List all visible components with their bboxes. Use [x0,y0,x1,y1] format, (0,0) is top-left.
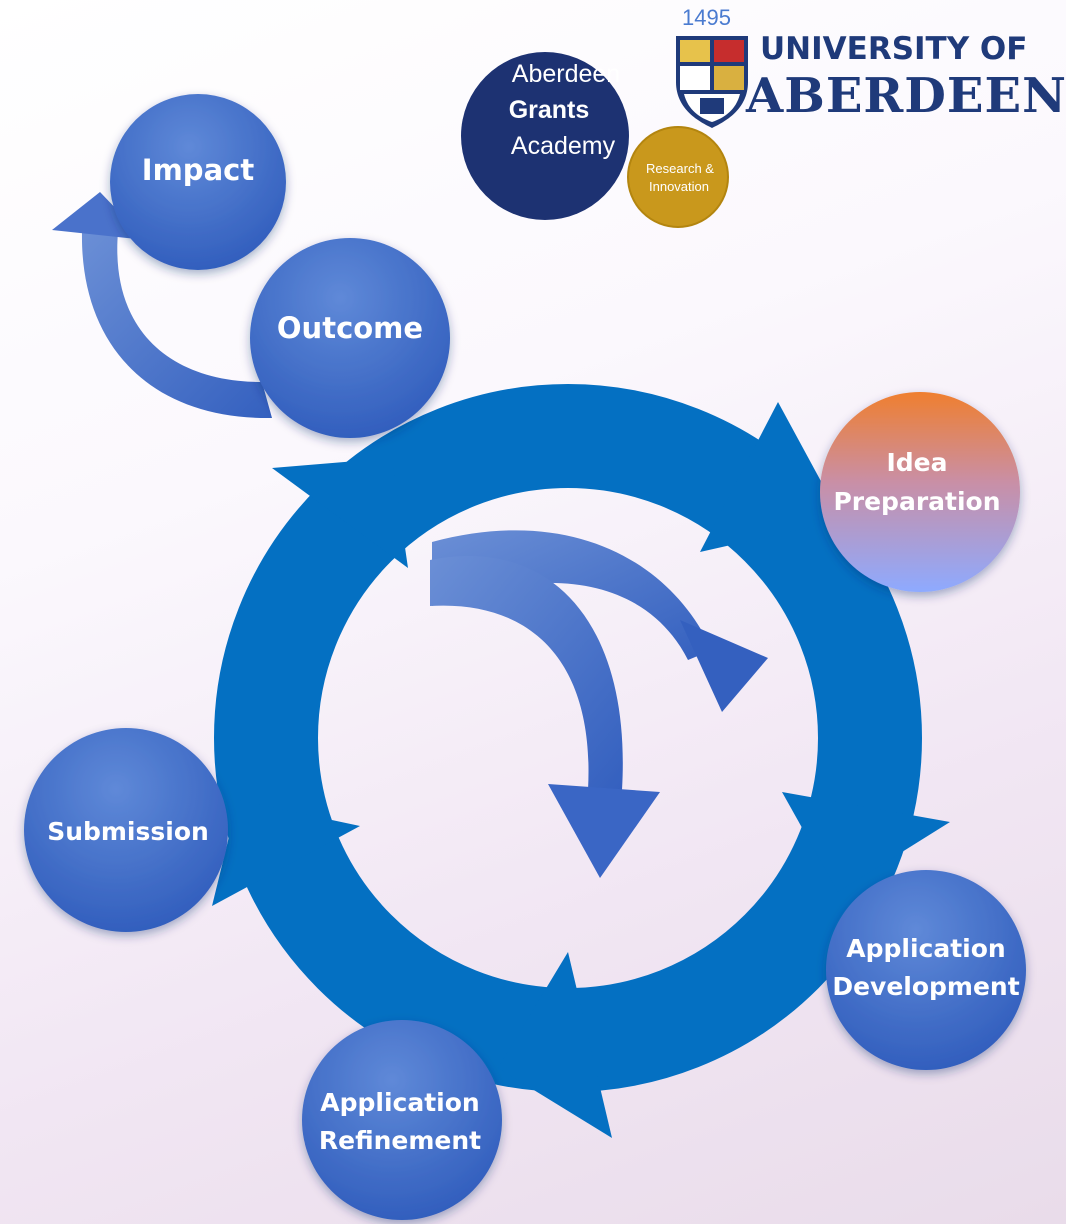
refinement-label-line2: Refinement [319,1126,481,1155]
idea-label-line1: Idea [886,448,947,477]
cycle-arrowheads [212,402,950,1138]
academy-line2: Grants [509,96,590,124]
node-application-development: Application Development [826,870,1026,1070]
impact-label: Impact [142,153,255,187]
badge-line2: Innovation [649,179,709,194]
submission-label: Submission [47,817,209,846]
inner-arrow-2 [430,555,660,878]
university-logo: 1495 UNIVERSITY OF ABERDEEN [676,5,1066,128]
node-impact: Impact [110,94,286,270]
arrowhead-right [782,792,950,892]
development-label-line2: Development [832,972,1019,1001]
refinement-label-line1: Application [320,1088,479,1117]
idea-label-line2: Preparation [833,487,1000,516]
academy-line1: Aberdeen [512,60,620,88]
crest-icon [676,36,748,128]
arrowhead-left [212,800,360,906]
university-line2: ABERDEEN [745,68,1066,124]
development-label-line1: Application [846,934,1005,963]
university-line1: UNIVERSITY OF [760,31,1027,67]
outcome-label: Outcome [277,311,423,345]
badge-line1: Research & [646,161,714,176]
academy-line3: Academy [511,132,616,160]
node-submission: Submission [24,728,228,932]
founded-year: 1495 [682,5,731,30]
arrowhead-top [272,458,408,568]
node-outcome: Outcome [250,238,450,438]
arrowhead-top-right [700,402,842,552]
node-idea-preparation: Idea Preparation [820,392,1020,592]
arrowhead-bottom [498,952,612,1138]
outcome-impact-arrow [52,192,272,419]
grants-academy-logo: Aberdeen Grants Academy Research & Innov… [461,52,729,228]
node-application-refinement: Application Refinement [302,1020,502,1220]
